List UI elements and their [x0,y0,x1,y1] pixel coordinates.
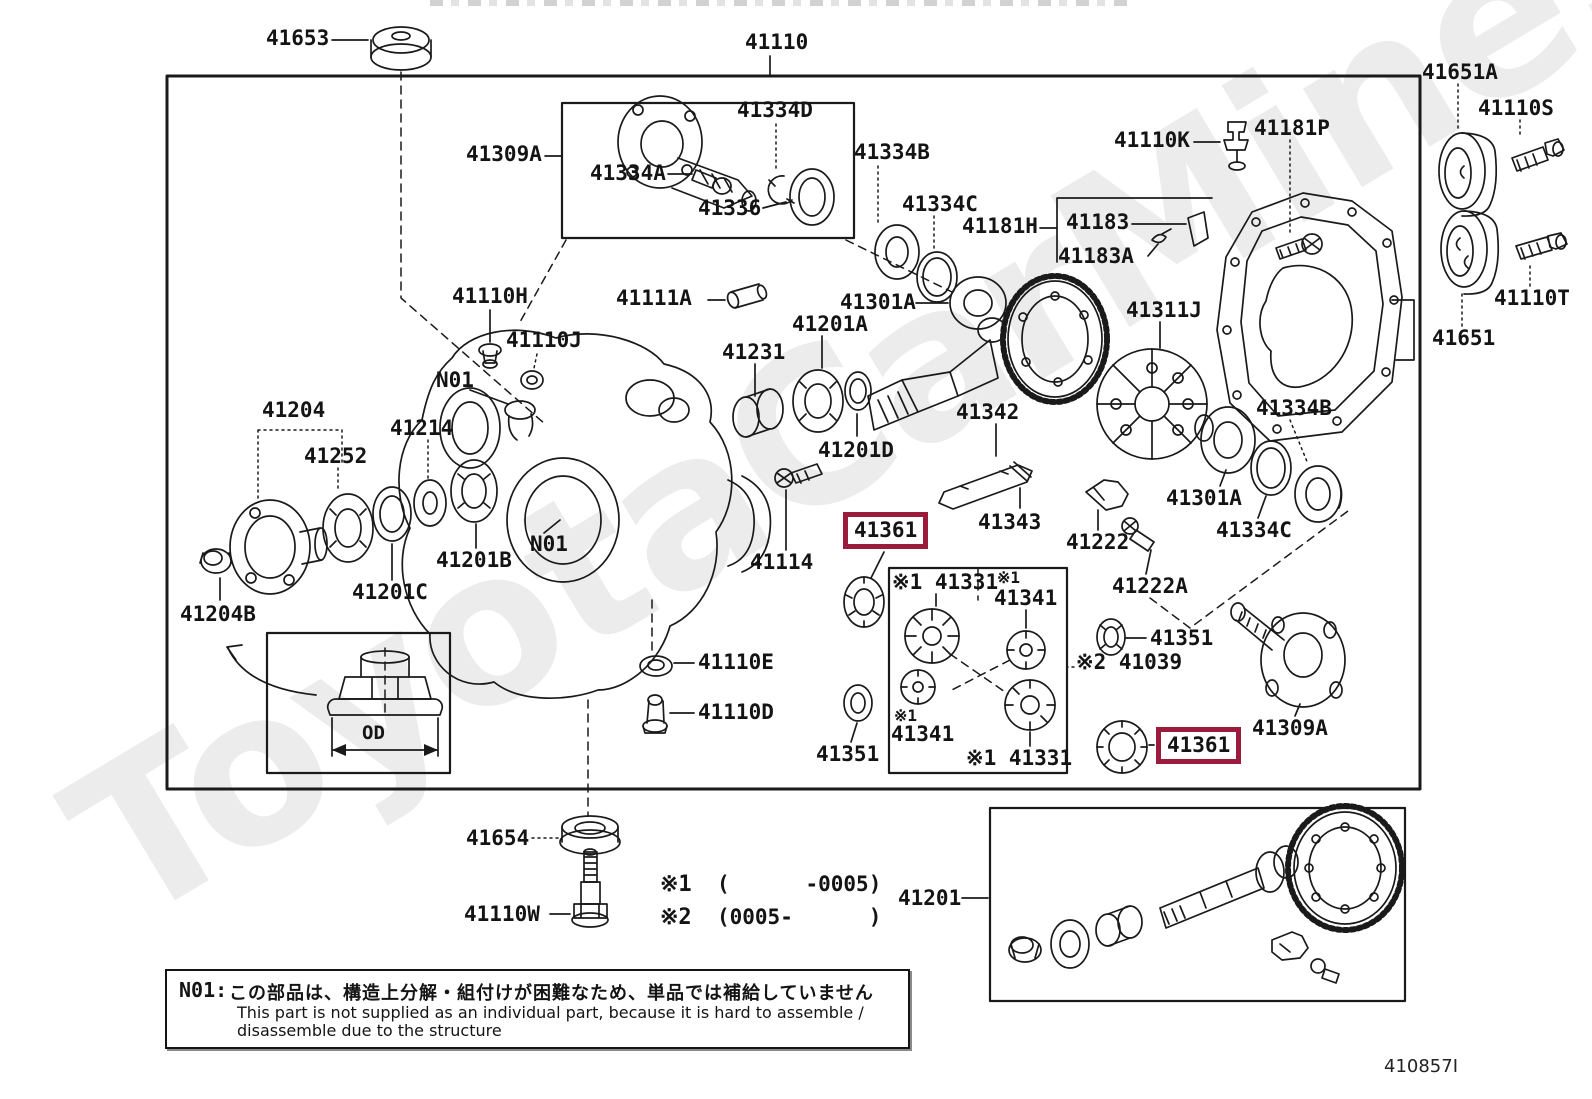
legend-symbol-1: ※1 [660,872,692,897]
part-label-41334B[interactable]: 41334B [854,140,930,164]
part-label-41201D[interactable]: 41201D [818,438,894,462]
legend-row-2: ※2 (0005- ) [660,905,881,930]
footnote-english-text: This part is not supplied as an individu… [237,1004,864,1040]
part-label-41222[interactable]: 41222 [1066,530,1130,554]
footnote-code: N01: [179,978,228,1002]
part-label-41341[interactable]: 41341 [994,586,1058,610]
part-label-41201A[interactable]: 41201A [792,312,868,336]
part-label-41201[interactable]: 41201 [898,886,962,910]
part-label-41301A[interactable]: 41301A [1166,486,1242,510]
part-label-41110E[interactable]: 41110E [698,650,774,674]
gear-set-inset-box [988,806,1407,1003]
part-label-41343[interactable]: 41343 [978,510,1042,534]
part-label-41651[interactable]: 41651 [1432,326,1496,350]
footnote-english-line2: disassemble due to the structure [237,1021,502,1040]
part-label-41334C[interactable]: 41334C [902,192,978,216]
part-label-41252[interactable]: 41252 [304,444,368,468]
part-label-41351[interactable]: 41351 [816,742,880,766]
part-label-41342[interactable]: 41342 [956,400,1020,424]
part-label-41654[interactable]: 41654 [466,826,530,850]
part-label-41201B[interactable]: 41201B [436,548,512,572]
part-label--2-41039[interactable]: ※2 41039 [1076,650,1183,674]
part-label-41334C[interactable]: 41334C [1216,518,1292,542]
part-label-41110S[interactable]: 41110S [1478,96,1554,120]
production-range-legend: ※1 ( -0005) ※2 (0005- ) [660,872,881,938]
part-label-N01: N01 [436,368,474,392]
part-label-41201C[interactable]: 41201C [352,580,428,604]
legend-range-1: ( -0005) [716,872,882,896]
part-label-41334B[interactable]: 41334B [1256,396,1332,420]
cropped-header-artifact [430,0,1130,6]
part-label-41231[interactable]: 41231 [722,340,786,364]
highlighted-part-label-41361[interactable]: 41361 [843,512,929,549]
part-label-41110[interactable]: 41110 [745,30,809,54]
part-label-41111A[interactable]: 41111A [616,286,692,310]
footnote-japanese-text: この部品は、構造上分解・組付けが困難なため、単品では補給していません [229,983,874,1004]
part-label-41204B[interactable]: 41204B [180,602,256,626]
footnote-english-line1: This part is not supplied as an individu… [237,1003,864,1022]
part-label-41334A[interactable]: 41334A [590,161,666,185]
sheet-code: 410857I [1384,1056,1459,1077]
part-label-41204[interactable]: 41204 [262,398,326,422]
part-label-41110K[interactable]: 41110K [1114,128,1190,152]
part-label-41351[interactable]: 41351 [1150,626,1214,650]
part-label-41110J[interactable]: 41110J [506,328,582,352]
part-label-41651A[interactable]: 41651A [1422,60,1498,84]
part-label-41110T[interactable]: 41110T [1494,286,1570,310]
part-label-41222A[interactable]: 41222A [1112,574,1188,598]
part-label-41341[interactable]: 41341 [891,722,955,746]
part-label-41110W[interactable]: 41110W [464,902,540,926]
part-label-OD: OD [362,722,385,744]
part-label-41110D[interactable]: 41110D [698,700,774,724]
part-label-41114[interactable]: 41114 [750,550,814,574]
part-label-41309A[interactable]: 41309A [466,142,542,166]
part-label-N01: N01 [530,532,568,556]
part-label-41214[interactable]: 41214 [390,416,454,440]
part-label-41334D[interactable]: 41334D [737,98,813,122]
part-label-41181P[interactable]: 41181P [1254,116,1330,140]
flange-inset-box [560,101,856,240]
part-label-41301A[interactable]: 41301A [840,290,916,314]
legend-row-1: ※1 ( -0005) [660,872,881,897]
part-label-41309A[interactable]: 41309A [1252,716,1328,740]
part-label-41183[interactable]: 41183 [1066,210,1130,234]
od-inset-box [265,631,452,775]
part-label--1-41331[interactable]: ※1 41331 [892,570,999,594]
part-label-41653[interactable]: 41653 [266,26,330,50]
part-label-41336[interactable]: 41336 [698,196,762,220]
part-label--1-41331[interactable]: ※1 41331 [966,746,1073,770]
highlighted-part-label-41361[interactable]: 41361 [1156,727,1242,764]
part-label--1[interactable]: ※1 [997,568,1021,587]
part-label--1[interactable]: ※1 [894,706,918,725]
footnote-box: N01: この部品は、構造上分解・組付けが困難なため、単品では補給していません … [165,969,910,1049]
part-label-41181H[interactable]: 41181H [962,214,1038,238]
legend-symbol-2: ※2 [660,905,692,930]
part-label-41183A[interactable]: 41183A [1058,244,1134,268]
legend-range-2: (0005- ) [716,905,882,929]
part-label-41110H[interactable]: 41110H [452,284,528,308]
main-diagram-box [165,74,1422,791]
part-label-41311J[interactable]: 41311J [1126,298,1202,322]
